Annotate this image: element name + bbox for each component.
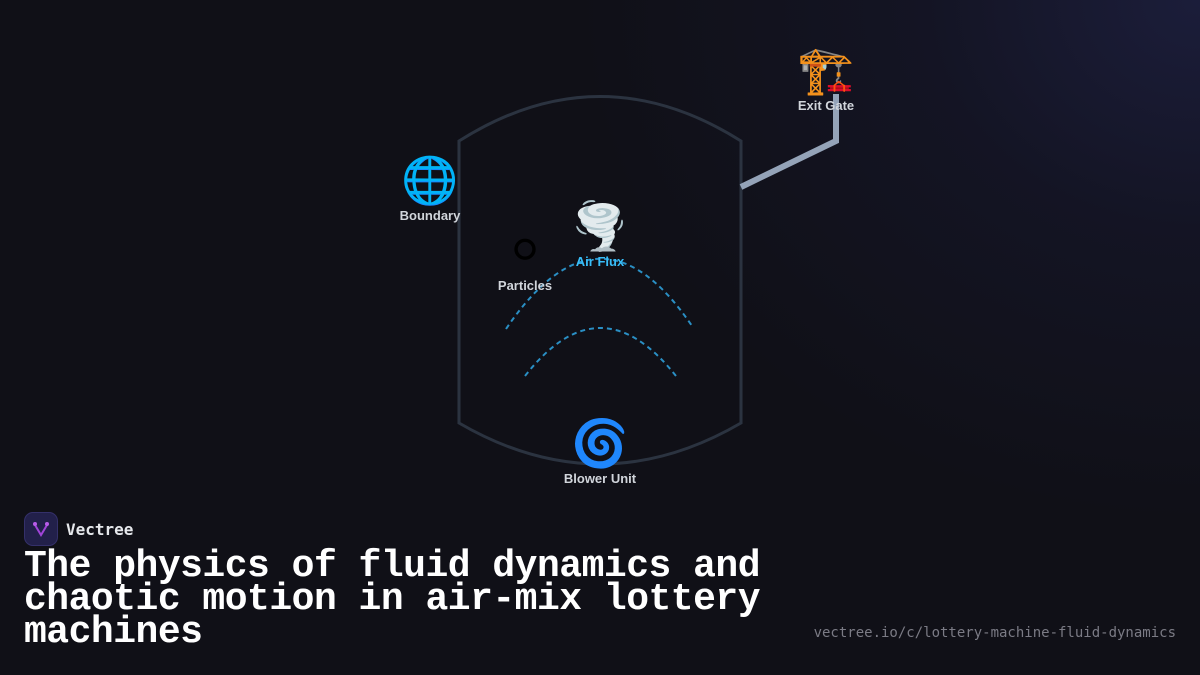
node-exit-gate: 🏗️ Exit Gate	[797, 44, 854, 113]
node-label: Particles	[497, 278, 553, 293]
node-boundary: 🌐 Boundary	[400, 154, 461, 223]
page-title: The physics of fluid dynamics and chaoti…	[24, 545, 761, 654]
crane-icon: 🏗️	[797, 43, 855, 97]
node-label: Air Flux	[575, 254, 625, 269]
vectree-logo-icon	[24, 512, 58, 546]
airflow-arc-upper	[505, 257, 693, 330]
node-label: Boundary	[399, 208, 461, 223]
chamber-outline	[457, 95, 743, 466]
globe-icon: 🌐	[401, 153, 459, 207]
airflow-arc-lower	[524, 327, 677, 377]
brand-name: Vectree	[66, 519, 134, 539]
node-blower-unit: 🌀 Blower Unit	[564, 417, 636, 486]
brand: Vectree	[24, 512, 133, 546]
exit-pipe	[739, 94, 839, 190]
cyclone-icon: 🌀	[571, 416, 629, 470]
node-particles: ⚪ Particles	[498, 224, 552, 293]
source-url[interactable]: vectree.io/c/lottery-machine-fluid-dynam…	[813, 625, 1176, 641]
node-label: Blower Unit	[563, 471, 637, 486]
node-label: Exit Gate	[797, 98, 855, 113]
tornado-icon: 🌪️	[571, 199, 629, 253]
node-air-flux: 🌪️ Air Flux	[571, 200, 628, 269]
bubbles-icon: ⚪	[505, 223, 545, 277]
